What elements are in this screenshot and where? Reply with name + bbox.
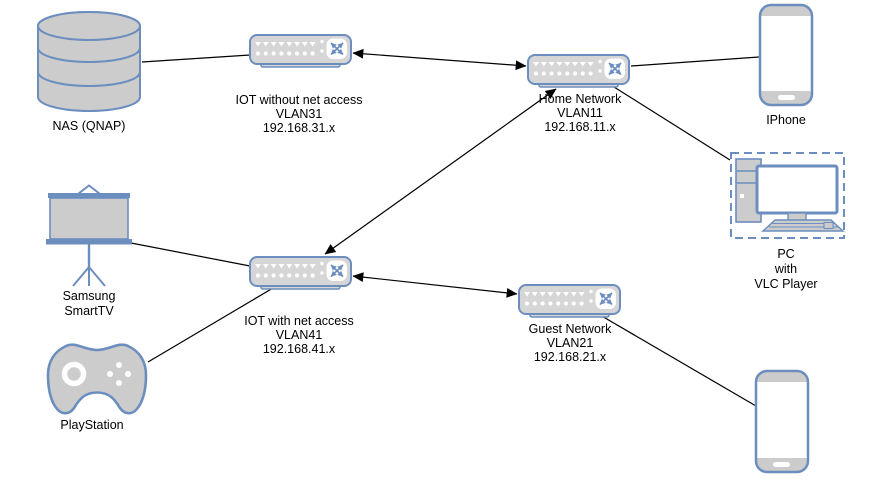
node-nas[interactable]: NAS (QNAP) — [37, 11, 141, 133]
tv-label-line2: SmartTV — [64, 304, 114, 318]
tv-label-line1: Samsung — [63, 289, 116, 303]
projection-screen-icon — [46, 184, 132, 287]
pc-label-line3: VLC Player — [754, 277, 817, 291]
edge-guest-smartphone[interactable] — [599, 314, 757, 407]
vlan41-label-line1: IOT with net access — [244, 314, 354, 328]
edge-tv-vlan41[interactable] — [130, 242, 251, 267]
home-label-line2: VLAN11 — [557, 106, 603, 120]
edge-home-pc[interactable] — [613, 86, 731, 161]
nas-label: NAS (QNAP) — [53, 119, 126, 133]
playstation-label: PlayStation — [60, 418, 123, 432]
switch-icon — [528, 55, 629, 87]
database-icon — [37, 11, 141, 112]
vlan31-label-line2: VLAN31 — [276, 107, 323, 121]
edge-vlan41-guest[interactable] — [352, 272, 518, 298]
node-samsung-smarttv[interactable]: Samsung SmartTV — [46, 184, 132, 319]
edge-home-iphone[interactable] — [630, 56, 760, 67]
smartphone-icon — [758, 3, 814, 107]
switch-icon — [250, 257, 351, 289]
node-vlan41[interactable]: IOT with net access VLAN41 192.168.41.x — [244, 257, 354, 356]
pc-label-line2: with — [774, 262, 797, 276]
desktop-computer-icon — [735, 158, 845, 232]
edge-playstation-vlan41[interactable] — [147, 287, 274, 363]
node-iphone[interactable]: IPhone — [758, 3, 814, 127]
edge-nas-vlan31[interactable] — [141, 54, 251, 63]
node-playstation[interactable]: PlayStation — [46, 343, 148, 432]
node-vlan31[interactable]: IOT without net access VLAN31 192.168.31… — [236, 35, 363, 135]
iphone-label: IPhone — [766, 113, 806, 127]
edge-home-vlan41[interactable] — [324, 88, 557, 255]
node-pc[interactable]: PC with VLC Player — [730, 152, 845, 291]
edge-vlan31-home[interactable] — [352, 48, 527, 71]
game-controller-icon — [46, 343, 148, 415]
vlan31-label-line3: 192.168.31.x — [263, 121, 336, 135]
vlan41-label-line3: 192.168.41.x — [263, 342, 336, 356]
vlan31-label-line1: IOT without net access — [236, 93, 363, 107]
guest-label-line1: Guest Network — [529, 322, 612, 336]
vlan41-label-line2: VLAN41 — [276, 328, 323, 342]
home-label-line3: 192.168.11.x — [544, 120, 616, 134]
switch-icon — [250, 35, 351, 67]
smartphone-icon — [754, 369, 810, 474]
guest-label-line3: 192.168.21.x — [534, 350, 607, 364]
node-home-network[interactable]: Home Network VLAN11 192.168.11.x — [528, 55, 629, 134]
node-guest-network[interactable]: Guest Network VLAN21 192.168.21.x — [519, 285, 620, 364]
guest-label-line2: VLAN21 — [547, 336, 594, 350]
switch-icon — [519, 285, 620, 317]
node-smartphone[interactable] — [754, 369, 810, 474]
pc-label-line1: PC — [777, 247, 794, 261]
home-label-line1: Home Network — [539, 92, 622, 106]
